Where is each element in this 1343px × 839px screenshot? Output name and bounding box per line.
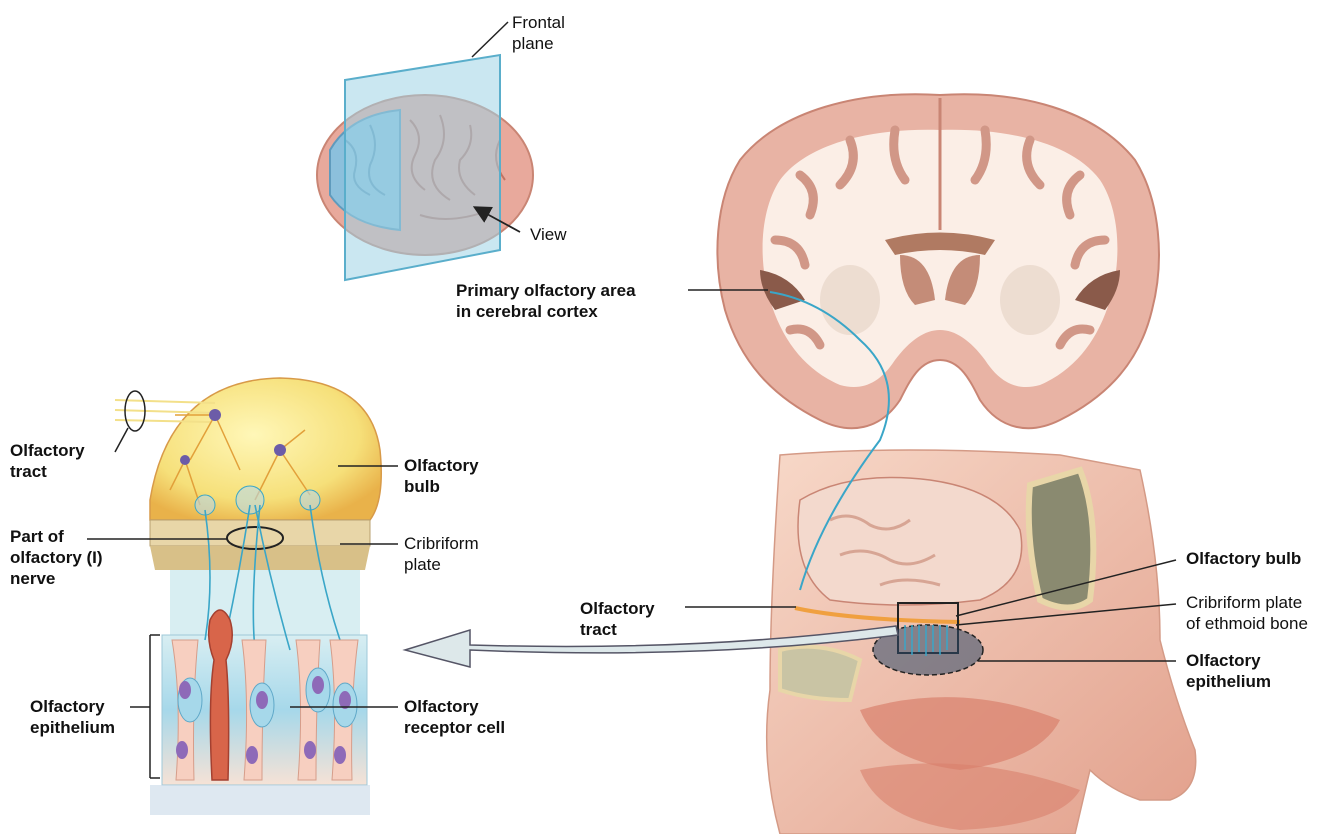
label-frontal-plane: Frontal plane [512, 12, 565, 54]
basement-membrane [150, 785, 370, 815]
label-olfactory-tract-sagittal: Olfactory tract [580, 598, 655, 640]
frontal-plane [345, 55, 500, 280]
olfactory-bulb-detail [150, 378, 381, 520]
left-basal-nuclei [820, 265, 880, 335]
label-olfactory-tract-detail: Olfactory tract [10, 440, 85, 482]
highlighted-receptor-cell [209, 610, 233, 780]
frontal-plane-leader [472, 22, 508, 57]
right-basal-nuclei [1000, 265, 1060, 335]
label-olfactory-bulb-sagittal: Olfactory bulb [1186, 548, 1301, 569]
label-primary-olfactory-area: Primary olfactory area in cerebral corte… [456, 280, 636, 322]
mitral-cell-nucleus [274, 444, 286, 456]
detail-illustration [115, 378, 381, 815]
lamina-propria [170, 570, 360, 635]
label-olfactory-epithelium-sagittal: Olfactory epithelium [1186, 650, 1271, 692]
coronal-brain-section [717, 94, 1159, 428]
label-cribriform-plate-detail: Cribriform plate [404, 533, 479, 575]
label-part-of-olfactory-nerve: Part of olfactory (I) nerve [10, 526, 103, 589]
small-brain-illustration [317, 22, 533, 280]
label-cribriform-plate-ethmoid: Cribriform plate of ethmoid bone [1186, 592, 1308, 634]
mitral-cell-nucleus [180, 455, 190, 465]
sphenoid-sinus [780, 647, 860, 700]
label-olfactory-receptor-cell: Olfactory receptor cell [404, 696, 505, 738]
mitral-cell-nucleus [209, 409, 221, 421]
frontal-sinus [1029, 470, 1094, 608]
label-olfactory-epithelium-detail: Olfactory epithelium [30, 696, 115, 738]
label-view: View [530, 224, 567, 245]
label-olfactory-bulb-detail: Olfactory bulb [404, 455, 479, 497]
